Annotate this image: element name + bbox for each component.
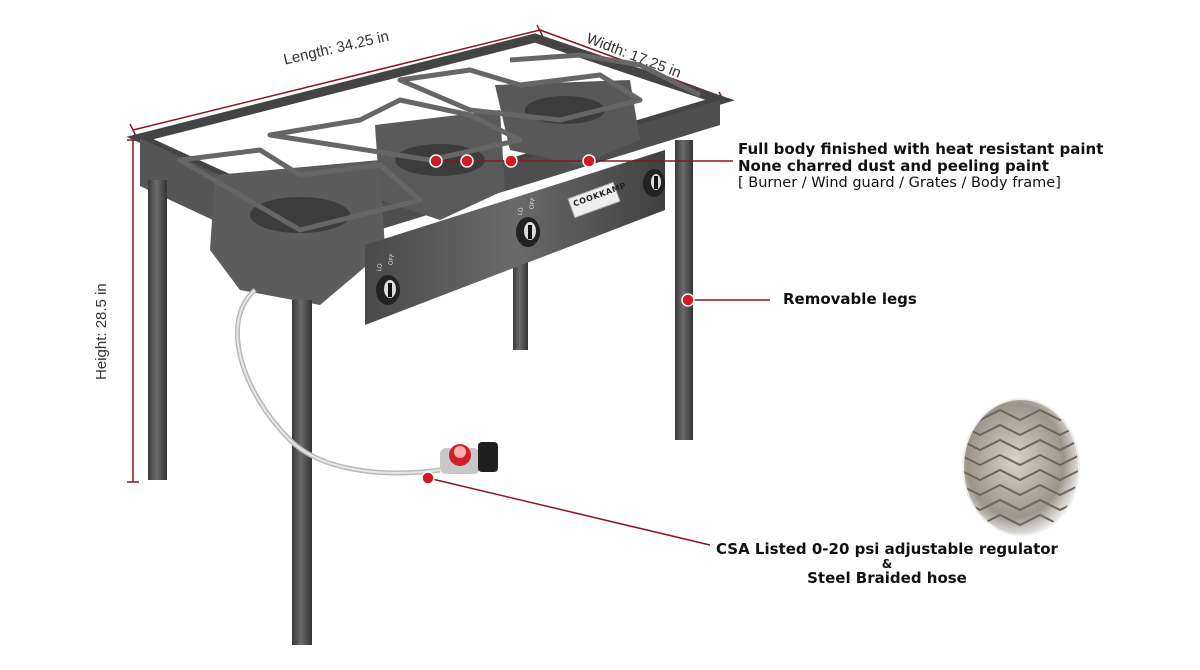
regulator xyxy=(440,442,498,474)
knob-label-lo-left: LO xyxy=(375,263,385,272)
hose-and-regulator xyxy=(234,288,498,476)
height-dimension-label: Height: 28.5 in xyxy=(93,283,110,380)
regulator-dot xyxy=(421,471,435,485)
braided-hose-closeup xyxy=(962,398,1080,536)
paint-dot-2 xyxy=(460,154,474,168)
front-left-leg xyxy=(148,180,167,480)
paint-callout-line2: None charred dust and peeling paint xyxy=(738,157,1049,175)
front-right-leg xyxy=(292,300,312,645)
paint-dot-4 xyxy=(582,154,596,168)
regulator-callout-line3: Steel Braided hose xyxy=(807,569,967,587)
control-panel xyxy=(365,150,665,325)
regulator-callout: CSA Listed 0-20 psi adjustable regulator… xyxy=(712,541,1062,587)
paint-callout-line1: Full body finished with heat resistant p… xyxy=(738,140,1104,158)
back-left-leg xyxy=(513,240,528,350)
knob-center xyxy=(516,217,540,247)
control-knobs xyxy=(376,169,665,305)
legs-dot xyxy=(681,293,695,307)
paint-dot-1 xyxy=(429,154,443,168)
legs-callout-text: Removable legs xyxy=(783,290,917,308)
regulator-callout-line2: & xyxy=(881,557,893,571)
legs-callout: Removable legs xyxy=(783,291,917,308)
knob-right xyxy=(643,169,665,197)
knob-left xyxy=(376,275,400,305)
paint-callout: Full body finished with heat resistant p… xyxy=(738,141,1103,192)
regulator-callout-line1: CSA Listed 0-20 psi adjustable regulator xyxy=(716,540,1058,558)
back-right-leg xyxy=(675,140,693,440)
callout-dots xyxy=(421,154,695,485)
knob-label-lo-center: LO xyxy=(516,207,526,216)
paint-callout-line3: [ Burner / Wind guard / Grates / Body fr… xyxy=(738,175,1061,191)
brand-plate xyxy=(567,181,621,219)
paint-dot-3 xyxy=(504,154,518,168)
